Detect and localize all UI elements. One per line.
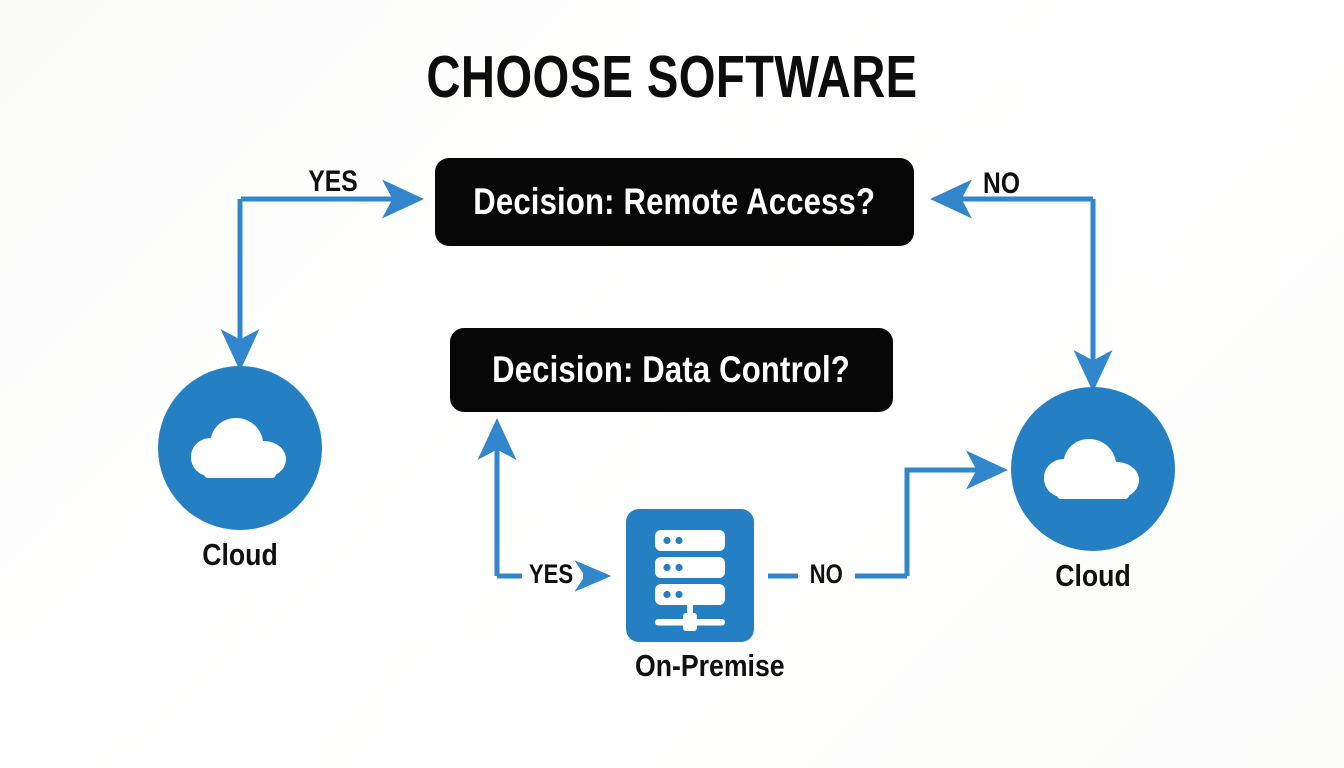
node-label-on-premise: On-Premise xyxy=(634,648,785,683)
node-cloud-right[interactable]: Cloud xyxy=(1011,387,1175,593)
node-label-cloud-left: Cloud xyxy=(202,537,278,572)
node-label-cloud-right: Cloud xyxy=(1055,558,1131,593)
cloud-icon xyxy=(158,366,322,530)
decision-label-data-control: Decision: Data Control? xyxy=(492,349,851,390)
edge-label-remote-yes: YES xyxy=(308,165,358,198)
decision-node-data-control[interactable]: Decision: Data Control? xyxy=(450,328,893,412)
decision-node-remote-access[interactable]: Decision: Remote Access? xyxy=(435,158,914,246)
node-on-premise[interactable]: On-Premise xyxy=(626,509,785,683)
decision-label-remote-access: Decision: Remote Access? xyxy=(473,181,876,222)
edge-label-data-yes: YES xyxy=(528,559,574,589)
edge-data-no-elbow xyxy=(904,450,1009,576)
edge-label-remote-no: NO xyxy=(983,167,1020,200)
node-cloud-left[interactable]: Cloud xyxy=(158,366,322,572)
edge-label-data-no: NO xyxy=(809,559,843,589)
page-title: CHOOSE SOFTWARE xyxy=(426,44,918,110)
cloud-icon xyxy=(1011,387,1175,551)
server-icon xyxy=(626,509,754,642)
